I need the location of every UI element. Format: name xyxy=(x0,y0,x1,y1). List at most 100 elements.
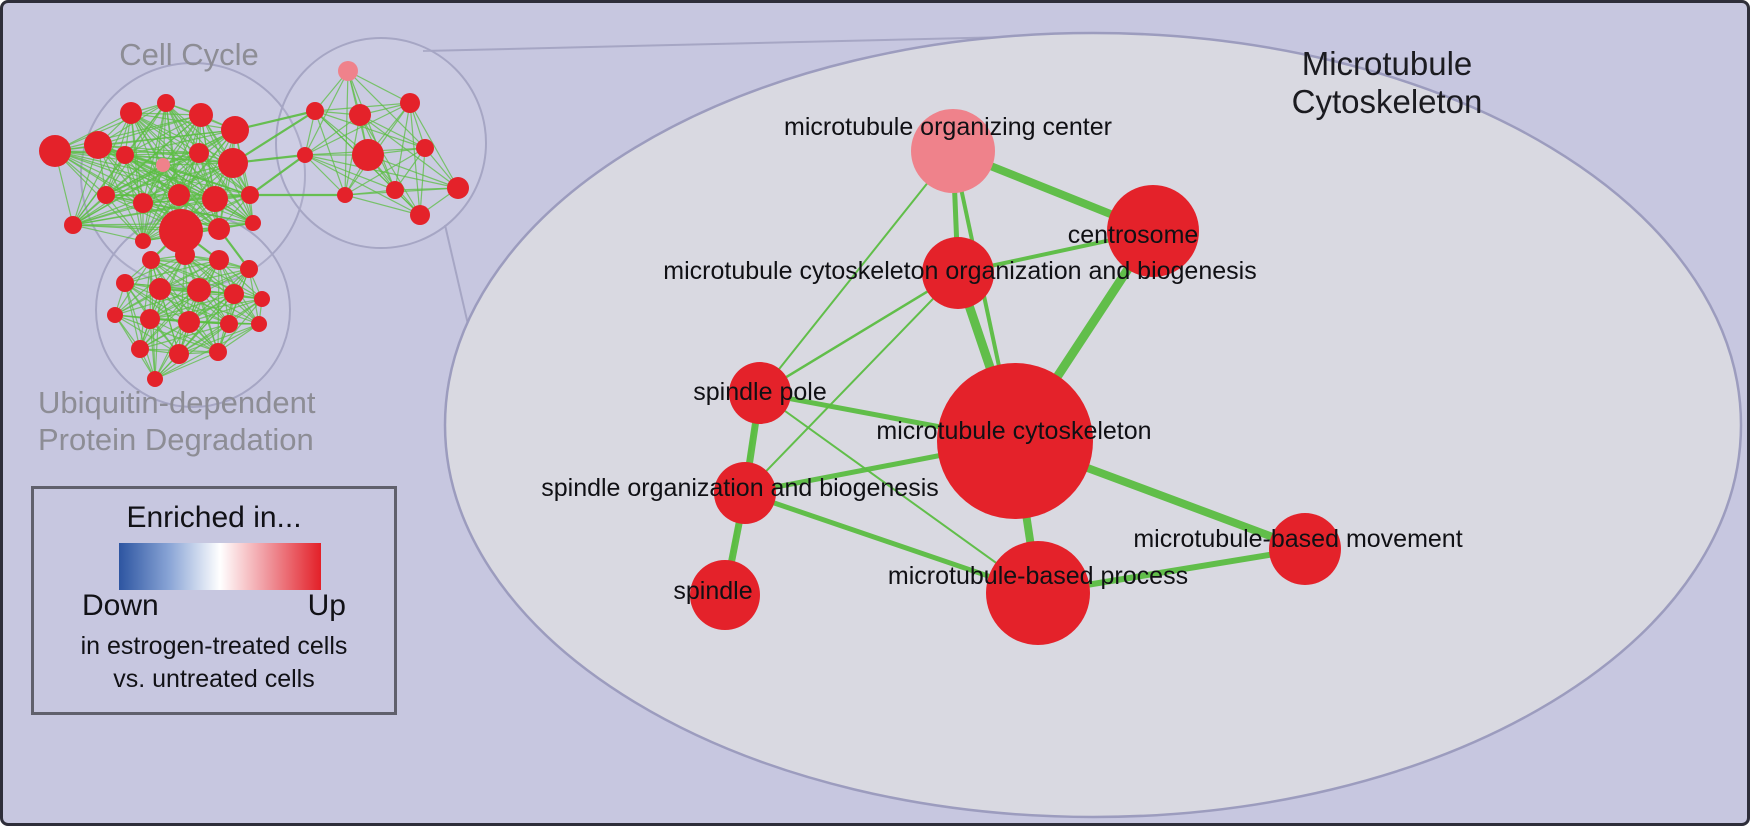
overview-node xyxy=(221,116,249,144)
overview-edge xyxy=(409,102,421,216)
legend-axis-labels: Down Up xyxy=(34,589,394,623)
overview-node xyxy=(349,104,371,126)
zoom-cone-line-top xyxy=(422,36,1009,52)
overview-node xyxy=(306,102,324,120)
overview-node xyxy=(447,177,469,199)
cell-cycle-title: Cell Cycle xyxy=(119,37,259,72)
overview-edge xyxy=(130,112,144,242)
overview-edge xyxy=(139,259,152,350)
overview-edge xyxy=(149,298,263,320)
overview-edge xyxy=(419,147,426,216)
overview-edge xyxy=(124,129,236,156)
overview-edge xyxy=(142,129,236,242)
overview-node xyxy=(147,371,163,387)
edge-spindle_pole--mbp xyxy=(759,392,1039,594)
overview-node xyxy=(142,251,160,269)
overview-edge xyxy=(72,152,200,226)
overview-edge xyxy=(184,254,263,300)
overview-edge xyxy=(114,314,180,355)
node-label-mbp: microtubule-based process xyxy=(888,562,1188,590)
overview-cross-edge xyxy=(232,110,316,164)
overview-node xyxy=(187,278,211,302)
overview-edge xyxy=(105,152,200,196)
overview-edge xyxy=(154,289,200,380)
overview-edge xyxy=(72,114,202,226)
overview-node xyxy=(39,135,71,167)
overview-node xyxy=(133,193,153,213)
overview-edge xyxy=(188,298,263,323)
overview-edge xyxy=(359,114,421,216)
zoom-nodes xyxy=(690,109,1341,645)
node-label-spindle_pole: spindle pole xyxy=(693,378,826,406)
node-mbm xyxy=(1269,513,1341,585)
legend-title: Enriched in... xyxy=(126,501,302,534)
overview-edge xyxy=(344,70,349,196)
overview-edge xyxy=(359,114,459,189)
overview-edge xyxy=(142,102,167,204)
overview-edge xyxy=(304,154,346,196)
overview-edge xyxy=(304,154,396,191)
zoom-ellipse xyxy=(443,31,1743,819)
overview-edge xyxy=(188,268,250,323)
overview-node xyxy=(208,218,230,240)
overview-node xyxy=(209,343,227,361)
ubiquitin-title-line1: Ubiquitin-dependent xyxy=(38,385,316,420)
overview-node xyxy=(218,148,248,178)
overview-edge xyxy=(359,114,426,149)
node-label-spindle: spindle xyxy=(673,577,752,605)
overview-edge xyxy=(105,194,216,200)
overview-node xyxy=(178,311,200,333)
node-mc xyxy=(937,363,1093,519)
overview-node xyxy=(97,186,115,204)
overview-edge xyxy=(304,114,361,156)
overview-edge xyxy=(178,259,220,355)
overview-node xyxy=(224,284,244,304)
overview-node xyxy=(116,274,134,292)
node-sob xyxy=(714,462,776,524)
overview-edge xyxy=(139,323,230,350)
overview-edge xyxy=(347,70,426,149)
overview-edge xyxy=(234,129,254,224)
legend-down-label: Down xyxy=(82,589,159,622)
overview-edge xyxy=(124,254,186,284)
overview-edge xyxy=(124,282,156,380)
overview-edge xyxy=(72,162,234,226)
overview-node xyxy=(416,139,434,157)
overview-edge xyxy=(72,112,132,226)
overview-node xyxy=(116,146,134,164)
network-svg: microtubule organizing centercentrosomem… xyxy=(38,31,1743,819)
node-spindle xyxy=(690,560,760,630)
edge-moc--spindle_pole xyxy=(759,150,954,394)
overview-edge xyxy=(347,70,411,104)
overview-edge xyxy=(218,129,236,230)
overview-node xyxy=(168,184,190,206)
ubiquitin-title-line2: Protein Degradation xyxy=(38,422,314,457)
overview-node xyxy=(140,309,160,329)
overview-edge xyxy=(159,288,260,325)
overview-node xyxy=(352,139,384,171)
overview-edge xyxy=(142,202,254,224)
overview-edge xyxy=(184,254,260,325)
overview-node xyxy=(251,316,267,332)
overview-edge xyxy=(154,351,219,380)
overview-edge xyxy=(198,152,254,224)
overview-edge xyxy=(105,164,164,196)
overview-edge xyxy=(217,298,263,353)
overview-edge xyxy=(344,147,426,196)
overview-edge xyxy=(304,102,411,156)
overview-edge xyxy=(124,154,234,164)
overview-cross-edge xyxy=(249,154,306,196)
overview-edge xyxy=(344,194,421,216)
overview-node xyxy=(241,186,259,204)
overview-node xyxy=(175,245,195,265)
overview-edge xyxy=(314,110,426,149)
overview-node xyxy=(386,181,404,199)
overview-edge xyxy=(159,288,230,325)
node-label-mbm: microtubule-based movement xyxy=(1133,525,1462,553)
legend-footnote-line1: in estrogen-treated cells xyxy=(80,632,348,660)
edge-mcob--spindle_pole xyxy=(759,271,959,395)
overview-node xyxy=(410,205,430,225)
overview-node xyxy=(338,61,358,81)
overview-edge xyxy=(409,102,459,189)
